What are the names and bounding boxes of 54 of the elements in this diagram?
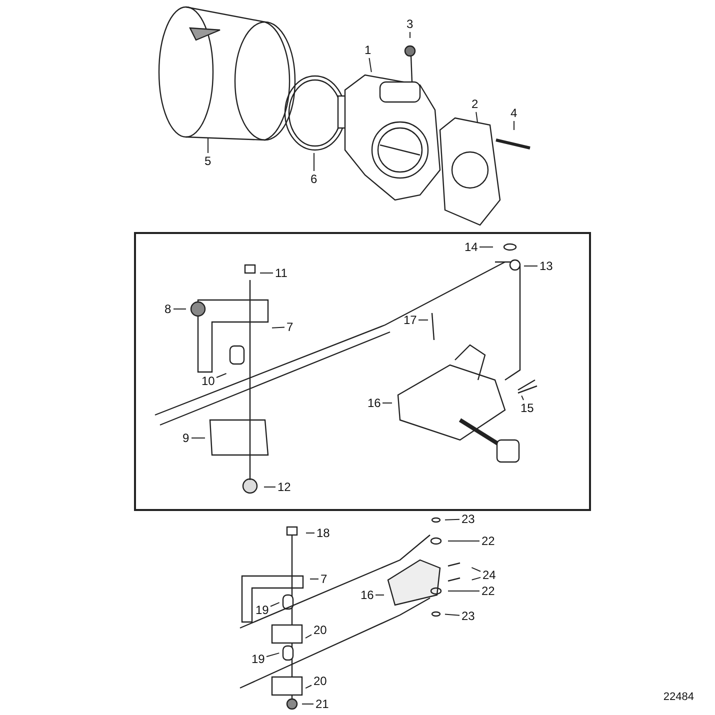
callout-number: 17: [402, 313, 418, 327]
callout-number: 18: [316, 526, 331, 540]
callout-number: 19: [254, 603, 270, 617]
callout-number: 23: [460, 512, 476, 526]
callout-number: 10: [200, 374, 216, 388]
callout-number: 11: [274, 266, 288, 280]
callout-number: 14: [464, 240, 479, 254]
callout-number: 19: [250, 652, 266, 666]
callout-number: 13: [538, 259, 554, 273]
leader-line: [173, 308, 186, 310]
leader-line: [272, 326, 285, 328]
callout-number: 16: [366, 396, 382, 410]
leader-line: [479, 246, 494, 248]
leader-line: [270, 602, 280, 607]
callout-number: 20: [312, 623, 328, 637]
callout-number: 1: [364, 43, 372, 57]
callout-number: 16: [360, 588, 375, 602]
leader-line: [444, 518, 460, 520]
leader-line: [266, 652, 280, 658]
leader-line: [471, 567, 481, 572]
callout-number: 2: [470, 97, 480, 111]
callout-number: 7: [286, 320, 294, 334]
leader-line: [264, 486, 276, 488]
leader-line: [521, 395, 524, 400]
callout-number: 8: [164, 302, 172, 316]
leader-line: [375, 594, 384, 596]
leader-line: [448, 590, 480, 592]
callout-number: 3: [406, 17, 414, 31]
callout-number: 20: [312, 674, 328, 688]
callout-number: 6: [310, 172, 318, 186]
callout-number: 23: [460, 609, 476, 623]
leader-line: [476, 112, 478, 123]
callout-number: 21: [314, 697, 330, 711]
callout-number: 22: [480, 534, 496, 548]
leader-line: [216, 373, 227, 378]
leader-line: [305, 684, 312, 689]
callout-number: 24: [482, 568, 497, 582]
callout-number: 5: [204, 154, 212, 168]
leader-line: [444, 614, 460, 616]
leader-line: [382, 402, 392, 404]
leader-line: [310, 578, 319, 580]
leader-line: [260, 272, 274, 274]
callout-number: 4: [510, 106, 518, 120]
callout-number: 12: [276, 480, 292, 494]
leader-line: [368, 58, 372, 73]
callout-number: 15: [520, 401, 535, 415]
drawing-number: 22484: [662, 690, 695, 704]
leader-line: [448, 540, 480, 542]
callout-number: 9: [182, 431, 190, 445]
leader-line: [471, 576, 481, 580]
leader-line: [305, 634, 312, 639]
callout-number: 7: [320, 572, 328, 586]
leader-line: [306, 532, 315, 534]
callout-number: 22: [480, 584, 496, 598]
